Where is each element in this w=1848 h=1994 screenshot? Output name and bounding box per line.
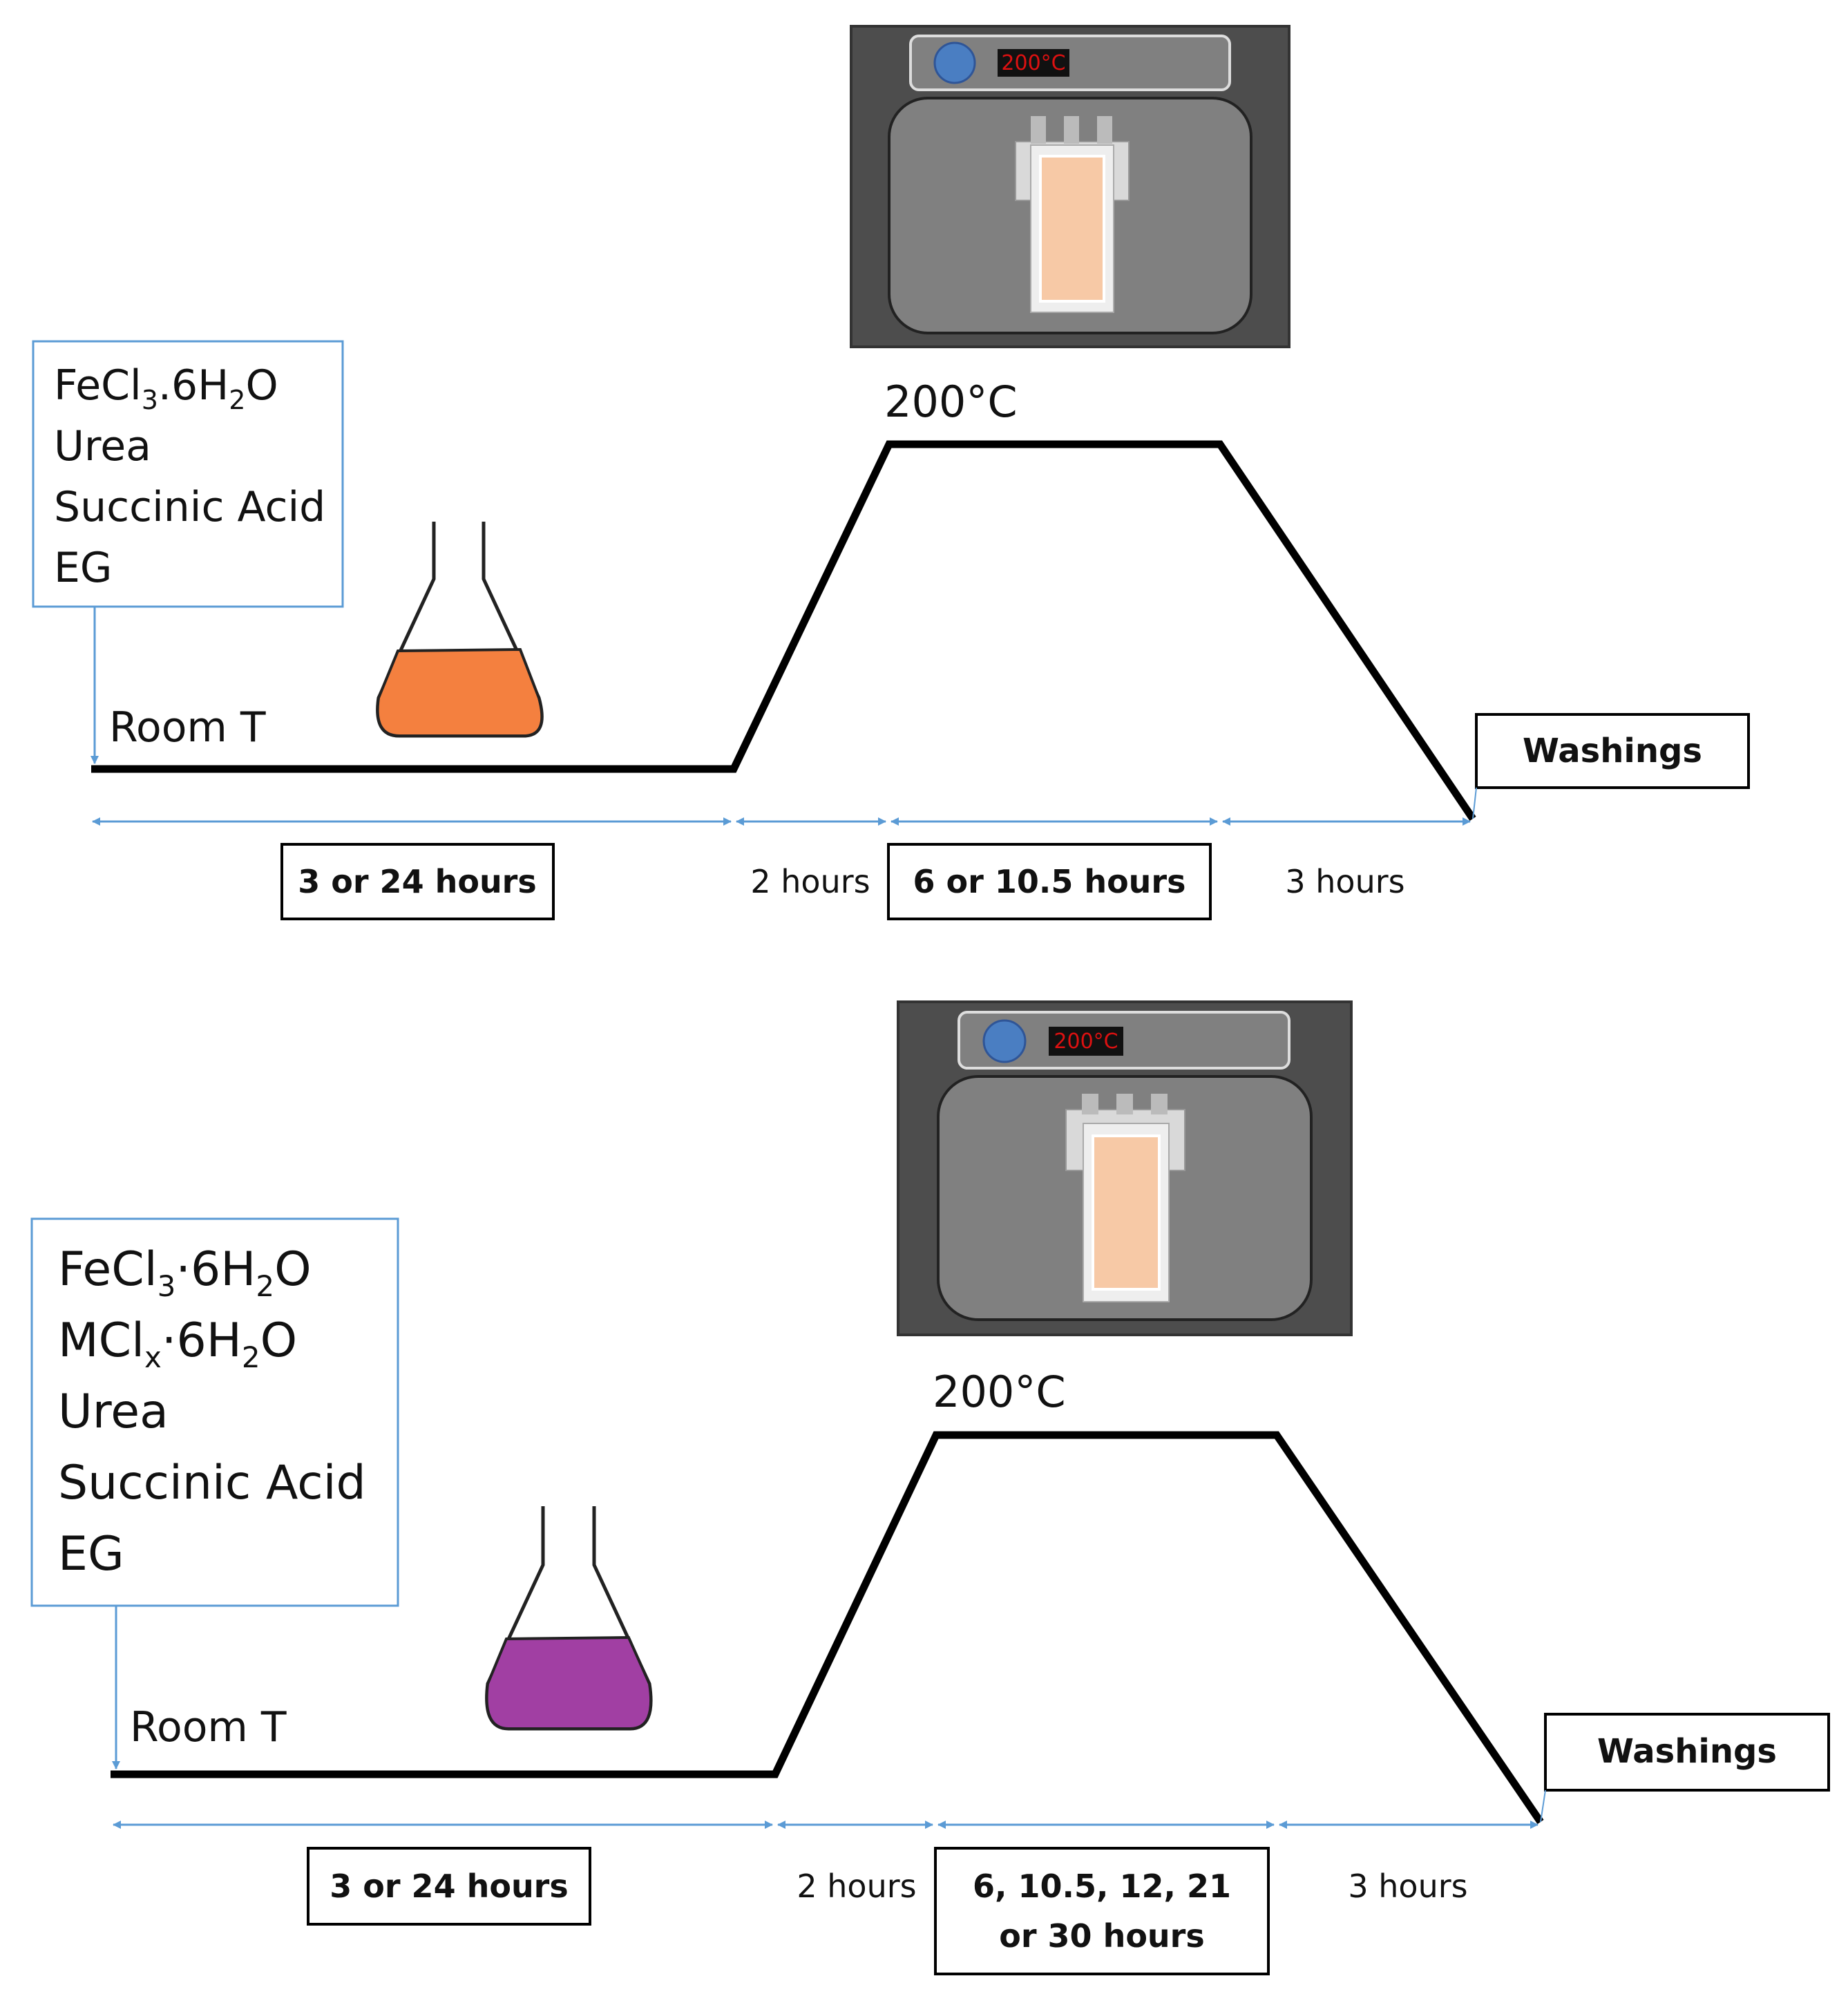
duration-box-hold — [887, 843, 1212, 920]
panel-1: FeCl3.6H2O Urea Succinic Acid EG Room T … — [32, 25, 1750, 920]
temperature-profile — [91, 440, 1476, 822]
flask-icon — [376, 522, 544, 738]
washings-pointer — [1540, 1789, 1546, 1823]
room-temp-label: Room T — [130, 1703, 287, 1751]
oven-icon: 200°C — [897, 1000, 1353, 1336]
oven-display: 200°C — [1054, 1029, 1118, 1054]
duration-cool: 3 hours — [1285, 863, 1404, 900]
oven-display: 200°C — [1001, 51, 1065, 75]
reagent-label: Urea — [54, 422, 151, 471]
duration-stir: 3 or 24 hours — [330, 1868, 569, 1905]
reagent-label: Urea — [58, 1385, 169, 1439]
reagent-box — [30, 1217, 399, 1607]
duration-cool: 3 hours — [1348, 1868, 1467, 1905]
washings-box — [1544, 1713, 1830, 1792]
hold-temp-label: 200°C — [933, 1367, 1066, 1417]
duration-ramp: 2 hours — [750, 863, 870, 900]
duration-box-hold — [934, 1847, 1270, 1975]
washings-label: Washings — [1523, 732, 1702, 770]
washings-pointer — [1472, 787, 1477, 819]
washings-box — [1475, 713, 1750, 789]
temperature-profile — [111, 1431, 1544, 1825]
duration-ramp: 2 hours — [797, 1868, 916, 1905]
duration-hold: 6 or 10.5 hours — [913, 863, 1186, 900]
washings-label: Washings — [1597, 1732, 1777, 1771]
duration-box-stir — [280, 843, 555, 920]
reagent-formula: FeCl3.6H2O — [54, 361, 278, 415]
reagent-formula: MClx·6H2O — [58, 1313, 297, 1374]
hold-temp-label: 200°C — [884, 377, 1018, 427]
duration-box-stir — [307, 1847, 591, 1926]
reagent-formula: FeCl3·6H2O — [58, 1242, 312, 1303]
reagent-box — [32, 340, 344, 608]
reagent-label: EG — [54, 544, 112, 592]
oven-icon: 200°C — [850, 25, 1290, 348]
duration-hold: 6, 10.5, 12, 21 — [973, 1868, 1231, 1905]
panel-2: FeCl3·6H2O MClx·6H2O Urea Succinic Acid … — [30, 1000, 1830, 1975]
reagent-label: Succinic Acid — [54, 483, 325, 531]
duration-stir: 3 or 24 hours — [298, 863, 537, 900]
room-temp-label: Room T — [109, 703, 266, 752]
reagent-label: EG — [58, 1527, 124, 1582]
duration-hold-line2: or 30 hours — [999, 1917, 1205, 1955]
autoclave-vessel-icon — [1065, 1094, 1185, 1302]
reagent-label: Succinic Acid — [58, 1456, 366, 1510]
autoclave-vessel-icon — [1015, 116, 1130, 313]
flask-icon — [485, 1506, 653, 1731]
